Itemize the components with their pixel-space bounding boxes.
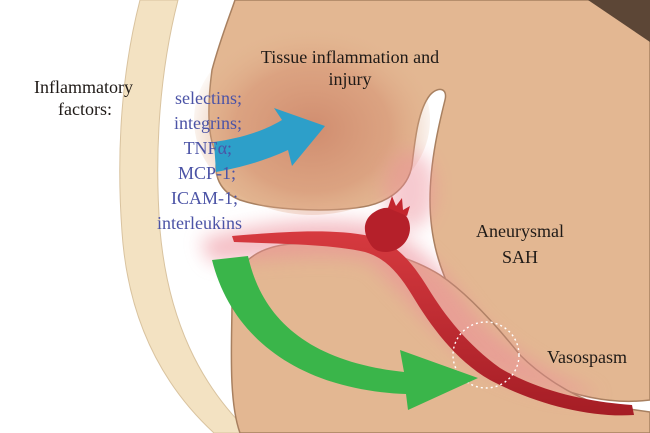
inflammatory-label-line1: Inflammatory [7,76,133,98]
factor-interleukins: interleukins [132,211,242,236]
factor-integrins: integrins; [132,111,242,136]
factor-mcp1: MCP-1; [132,161,242,186]
tissue-label: Tissue inflammation and injury [230,46,470,90]
inflammatory-label-line2: factors: [7,98,133,120]
factor-selectins: selectins; [132,86,242,111]
factor-tnf: TNFα; [132,136,242,161]
factor-icam1: ICAM-1; [132,186,242,211]
tissue-label-line1: Tissue inflammation and [230,46,470,68]
sah-label: Aneurysmal SAH [460,218,580,270]
factor-list: selectins; integrins; TNFα; MCP-1; ICAM-… [132,86,242,236]
inflammatory-label: Inflammatory factors: [7,76,133,120]
vasospasm-label: Vasospasm [547,346,627,368]
sah-label-line1: Aneurysmal [460,218,580,244]
tissue-label-line2: injury [230,68,470,90]
sah-label-line2: SAH [460,244,580,270]
